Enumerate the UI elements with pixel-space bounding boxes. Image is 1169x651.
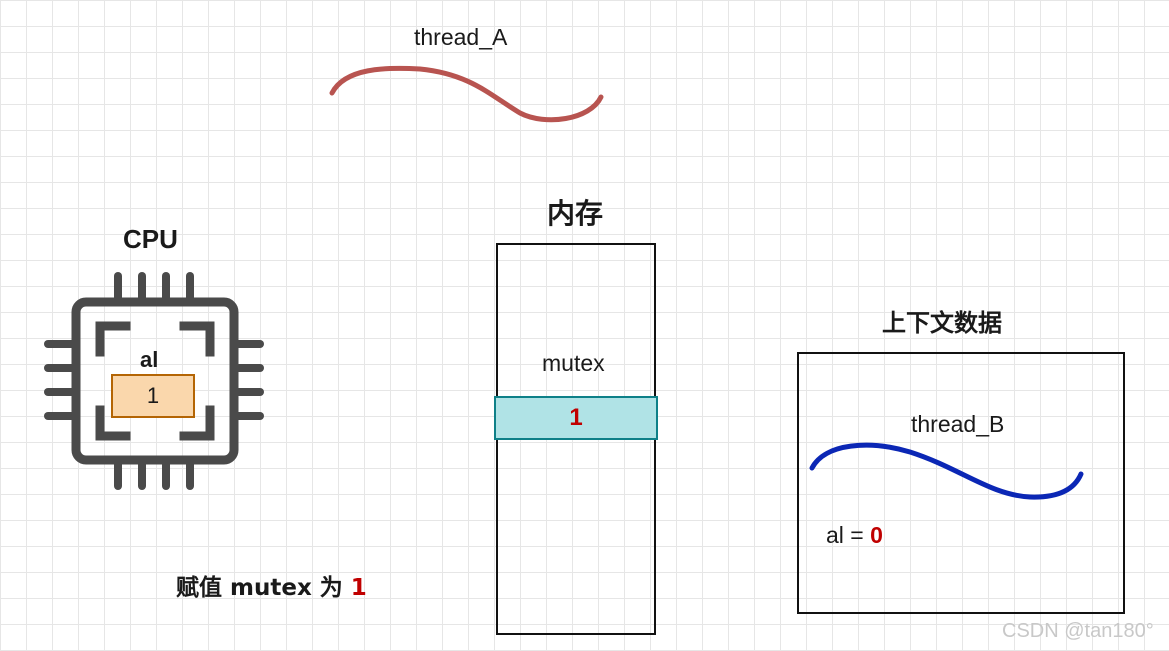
cpu-title: CPU — [123, 224, 178, 254]
mutex-variable-label: mutex — [542, 350, 605, 376]
saved-register-value: 0 — [870, 522, 883, 548]
context-block — [797, 352, 1125, 614]
thread-a-wave-path — [329, 65, 604, 123]
caption-prefix: 赋值 mutex 为 — [176, 575, 351, 601]
saved-register-name: al — [826, 522, 844, 548]
caption: 赋值 mutex 为 1 — [176, 568, 367, 602]
mutex-cell: 1 — [494, 396, 658, 440]
cpu-chip-icon — [44, 272, 264, 490]
mutex-value: 1 — [569, 404, 583, 431]
register-cell: 1 — [111, 374, 195, 418]
register-name-label: al — [140, 347, 159, 372]
thread-a-label: thread_A — [414, 24, 508, 50]
memory-title: 内存 — [547, 197, 604, 230]
thread-b-label: thread_B — [911, 411, 1005, 437]
caption-value: 1 — [350, 575, 367, 601]
watermark: CSDN @tan180° — [1002, 620, 1154, 642]
context-title: 上下文数据 — [882, 309, 1002, 337]
register-value: 1 — [146, 383, 160, 408]
saved-register-equals: = — [843, 522, 871, 548]
saved-register-line: al = 0 — [826, 522, 883, 549]
